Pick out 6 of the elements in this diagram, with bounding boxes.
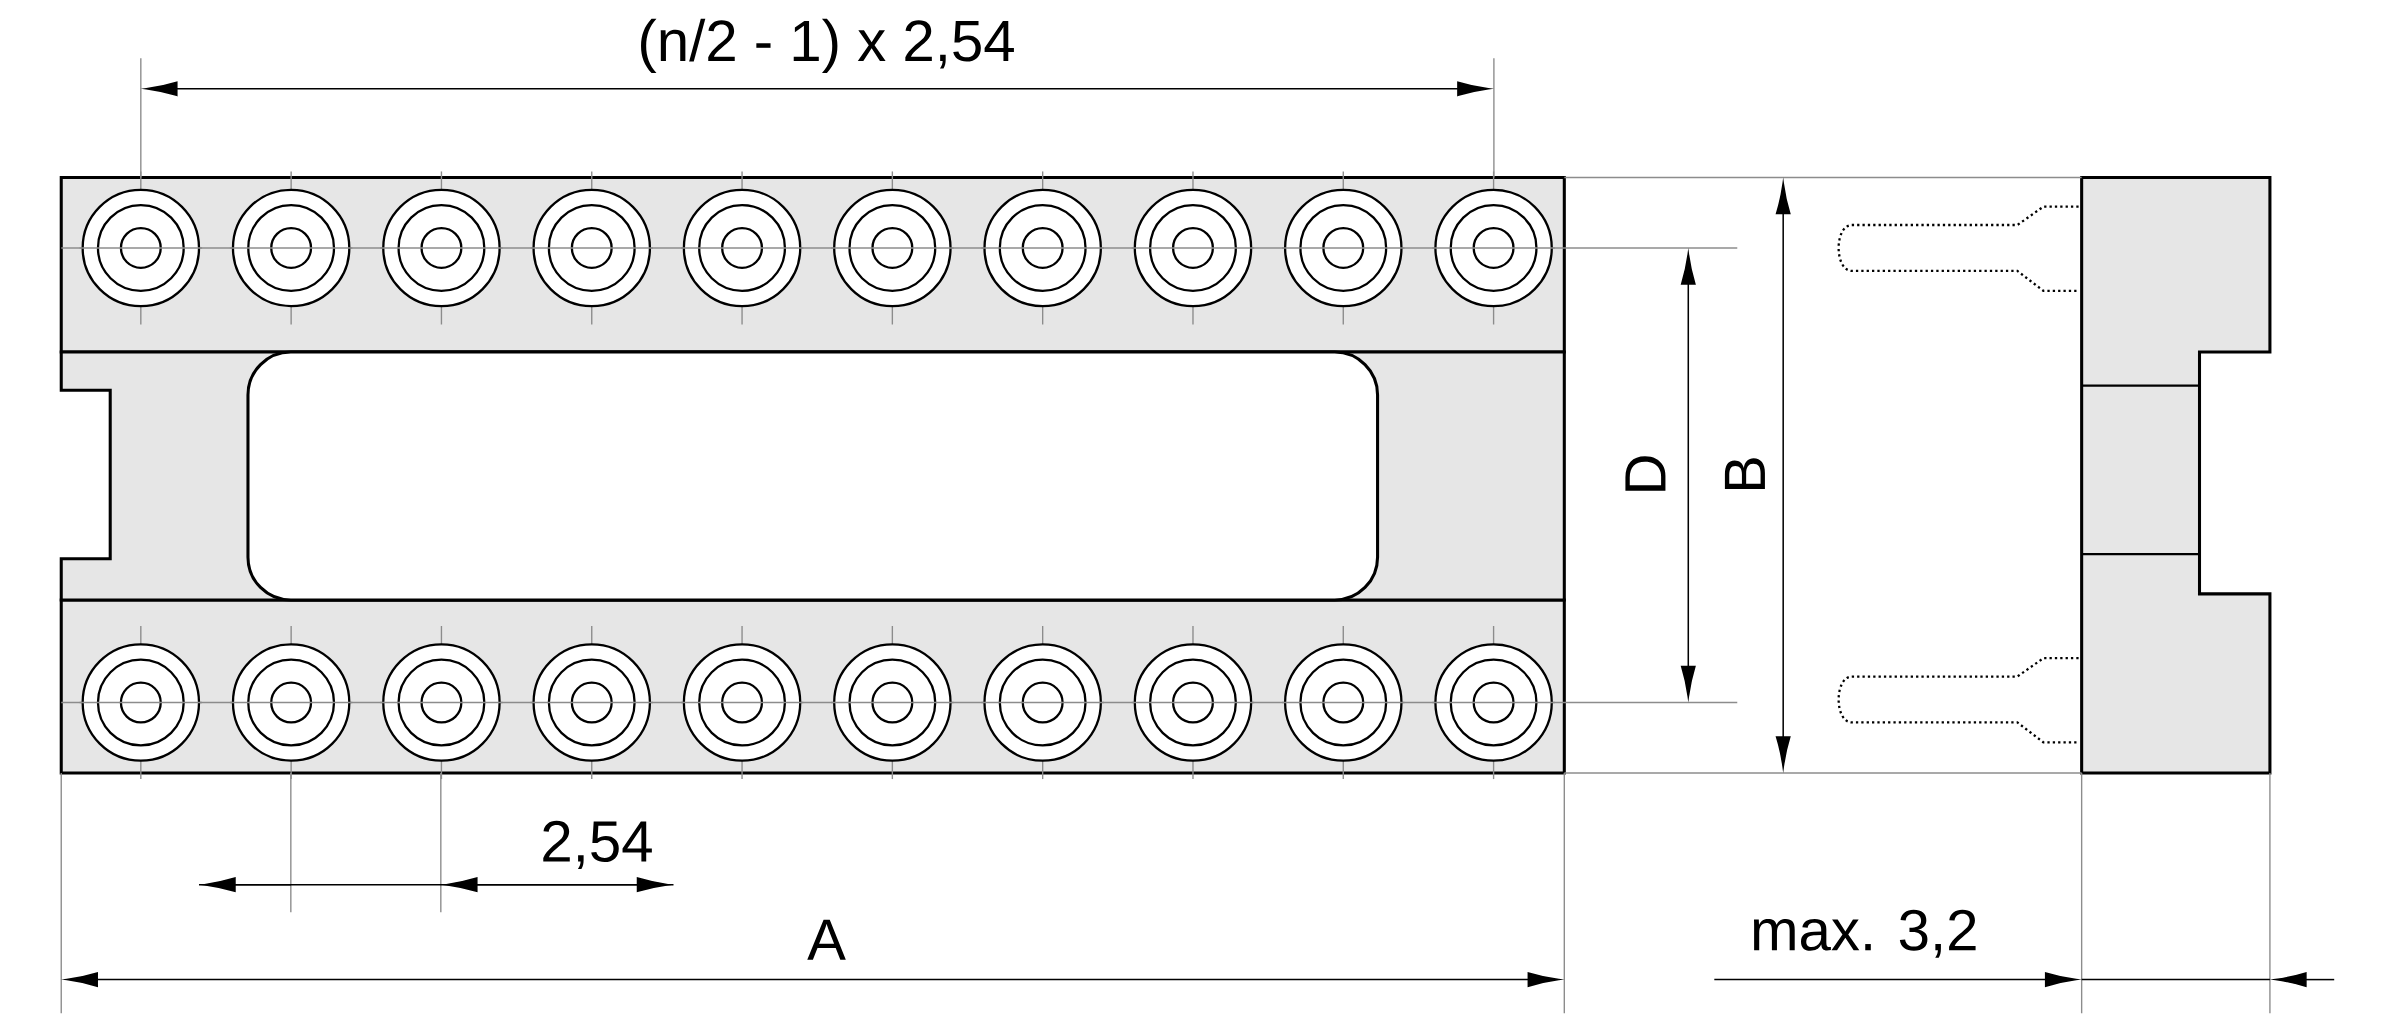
dimension-label: 2,54: [543, 821, 652, 870]
dimension-label: D: [1625, 456, 1666, 491]
dimension-label: max. 3,2: [1753, 909, 1976, 958]
dimension-label: B: [1724, 458, 1765, 490]
dimension-label: (n/2 - 1) x 2,54: [641, 19, 1014, 74]
dimension-label: A: [807, 920, 846, 961]
